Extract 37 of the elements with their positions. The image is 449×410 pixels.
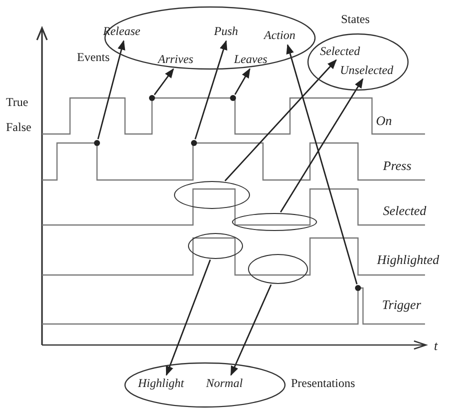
signal-name: Highlighted <box>377 252 440 267</box>
arrow <box>224 59 337 182</box>
arrow <box>234 68 250 95</box>
signal-name: Press <box>383 158 412 173</box>
signal-name: Selected <box>383 203 426 218</box>
group-title: States <box>341 12 370 27</box>
axis-label: t <box>434 338 438 353</box>
group-title: Events <box>77 50 110 65</box>
arrow <box>166 260 211 376</box>
event-label: Action <box>264 28 306 44</box>
signal-name: Trigger <box>382 297 422 312</box>
group-title: Presentations <box>291 376 355 391</box>
arrow <box>280 78 364 212</box>
state-label: Unselected <box>340 63 396 78</box>
dot-marker <box>94 140 100 146</box>
ellipse-marker <box>188 233 243 259</box>
axis-label: True <box>6 95 28 110</box>
dot-marker <box>149 95 155 101</box>
arrow <box>154 68 174 96</box>
dot-marker <box>191 140 197 146</box>
arrow <box>194 40 228 140</box>
signal-name: On <box>376 113 392 128</box>
presentation-label: Highlight <box>138 376 188 392</box>
ellipse-marker <box>248 254 308 284</box>
ellipse-marker <box>232 213 317 231</box>
event-label: Push <box>214 24 244 40</box>
arrow <box>230 284 272 376</box>
axis-label: False <box>6 120 32 135</box>
state-label: Selected <box>320 44 368 59</box>
dot-marker <box>230 95 236 101</box>
ellipse-marker <box>174 181 250 209</box>
arrow <box>286 44 358 284</box>
presentation-label: Normal <box>206 376 248 392</box>
event-label: Leaves <box>234 52 276 68</box>
dot-marker <box>355 285 361 291</box>
event-label: Arrives <box>158 52 202 68</box>
arrow <box>97 40 126 140</box>
